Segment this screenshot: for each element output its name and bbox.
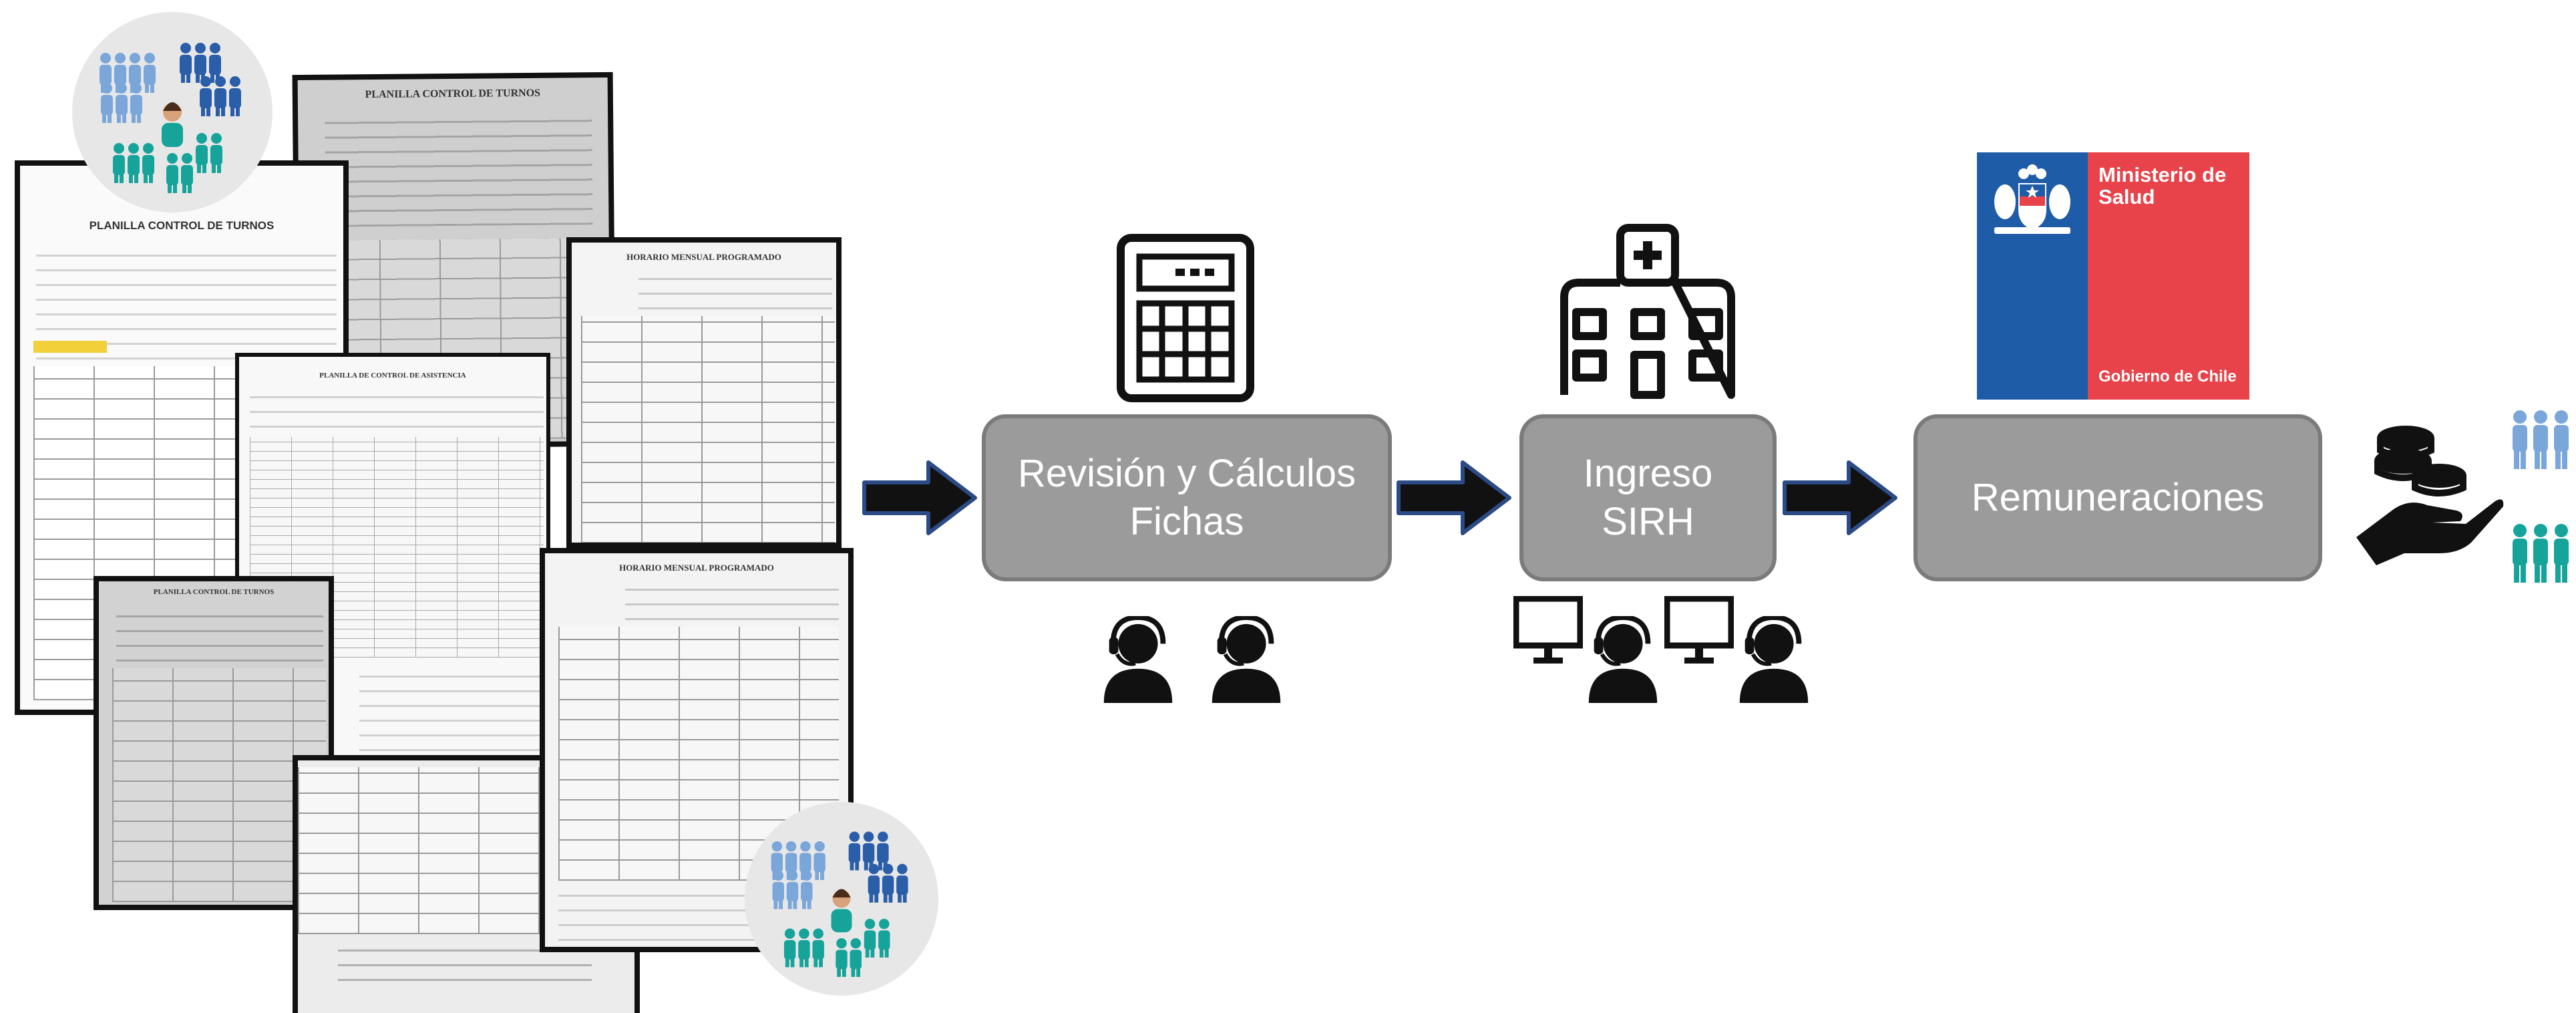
headset-operator-icon bbox=[1212, 616, 1281, 703]
headset-operator-icon bbox=[1588, 616, 1658, 703]
staff-group-circle-top bbox=[72, 12, 272, 212]
scanned-shift-sheet-2: PLANILLA CONTROL DE TURNOS bbox=[94, 576, 334, 910]
step-payroll: Remuneraciones bbox=[1913, 414, 2322, 581]
document-title: PLANILLA CONTROL DE TURNOS bbox=[153, 588, 274, 596]
document-title: PLANILLA CONTROL DE TURNOS bbox=[89, 219, 274, 232]
computer-monitor-icon bbox=[1664, 596, 1734, 666]
document-title: HORARIO MENSUAL PROGRAMADO bbox=[626, 252, 781, 262]
people-icon bbox=[2513, 524, 2569, 583]
document-title: PLANILLA DE CONTROL DE ASISTENCIA bbox=[319, 372, 466, 380]
arrow-right-icon bbox=[862, 460, 977, 535]
headset-operator-icon bbox=[1103, 616, 1173, 703]
document-title: HORARIO MENSUAL PROGRAMADO bbox=[619, 563, 774, 573]
headset-operator-icon bbox=[1739, 616, 1809, 703]
ministry-name: Ministerio de Salud bbox=[2098, 163, 2227, 208]
government-name: Gobierno de Chile bbox=[2098, 368, 2237, 386]
coins-hand-icon bbox=[2356, 426, 2504, 565]
logo-red-panel bbox=[2088, 152, 2249, 400]
arrow-right-icon bbox=[1783, 460, 1897, 535]
coat-of-arms-icon bbox=[1994, 164, 2070, 234]
monthly-schedule-sheet: HORARIO MENSUAL PROGRAMADO bbox=[566, 237, 842, 548]
ministry-logo: Ministerio de Salud Gobierno de Chile bbox=[1977, 152, 2249, 400]
computer-monitor-icon bbox=[1513, 596, 1583, 666]
hospital-icon bbox=[1560, 224, 1735, 399]
calculator-icon bbox=[1117, 234, 1254, 402]
people-icon bbox=[2513, 410, 2569, 469]
people-group-icon bbox=[771, 831, 908, 977]
document-collage: PLANILLA CONTROL DE TURNOS PLANILLA CONT… bbox=[0, 0, 948, 1013]
document-title: PLANILLA CONTROL DE TURNOS bbox=[365, 87, 541, 101]
step-label: Remuneraciones bbox=[1971, 475, 2265, 519]
people-group-icon bbox=[100, 43, 241, 193]
arrow-right-icon bbox=[1397, 460, 1511, 535]
staff-group-circle-bottom bbox=[745, 802, 938, 996]
